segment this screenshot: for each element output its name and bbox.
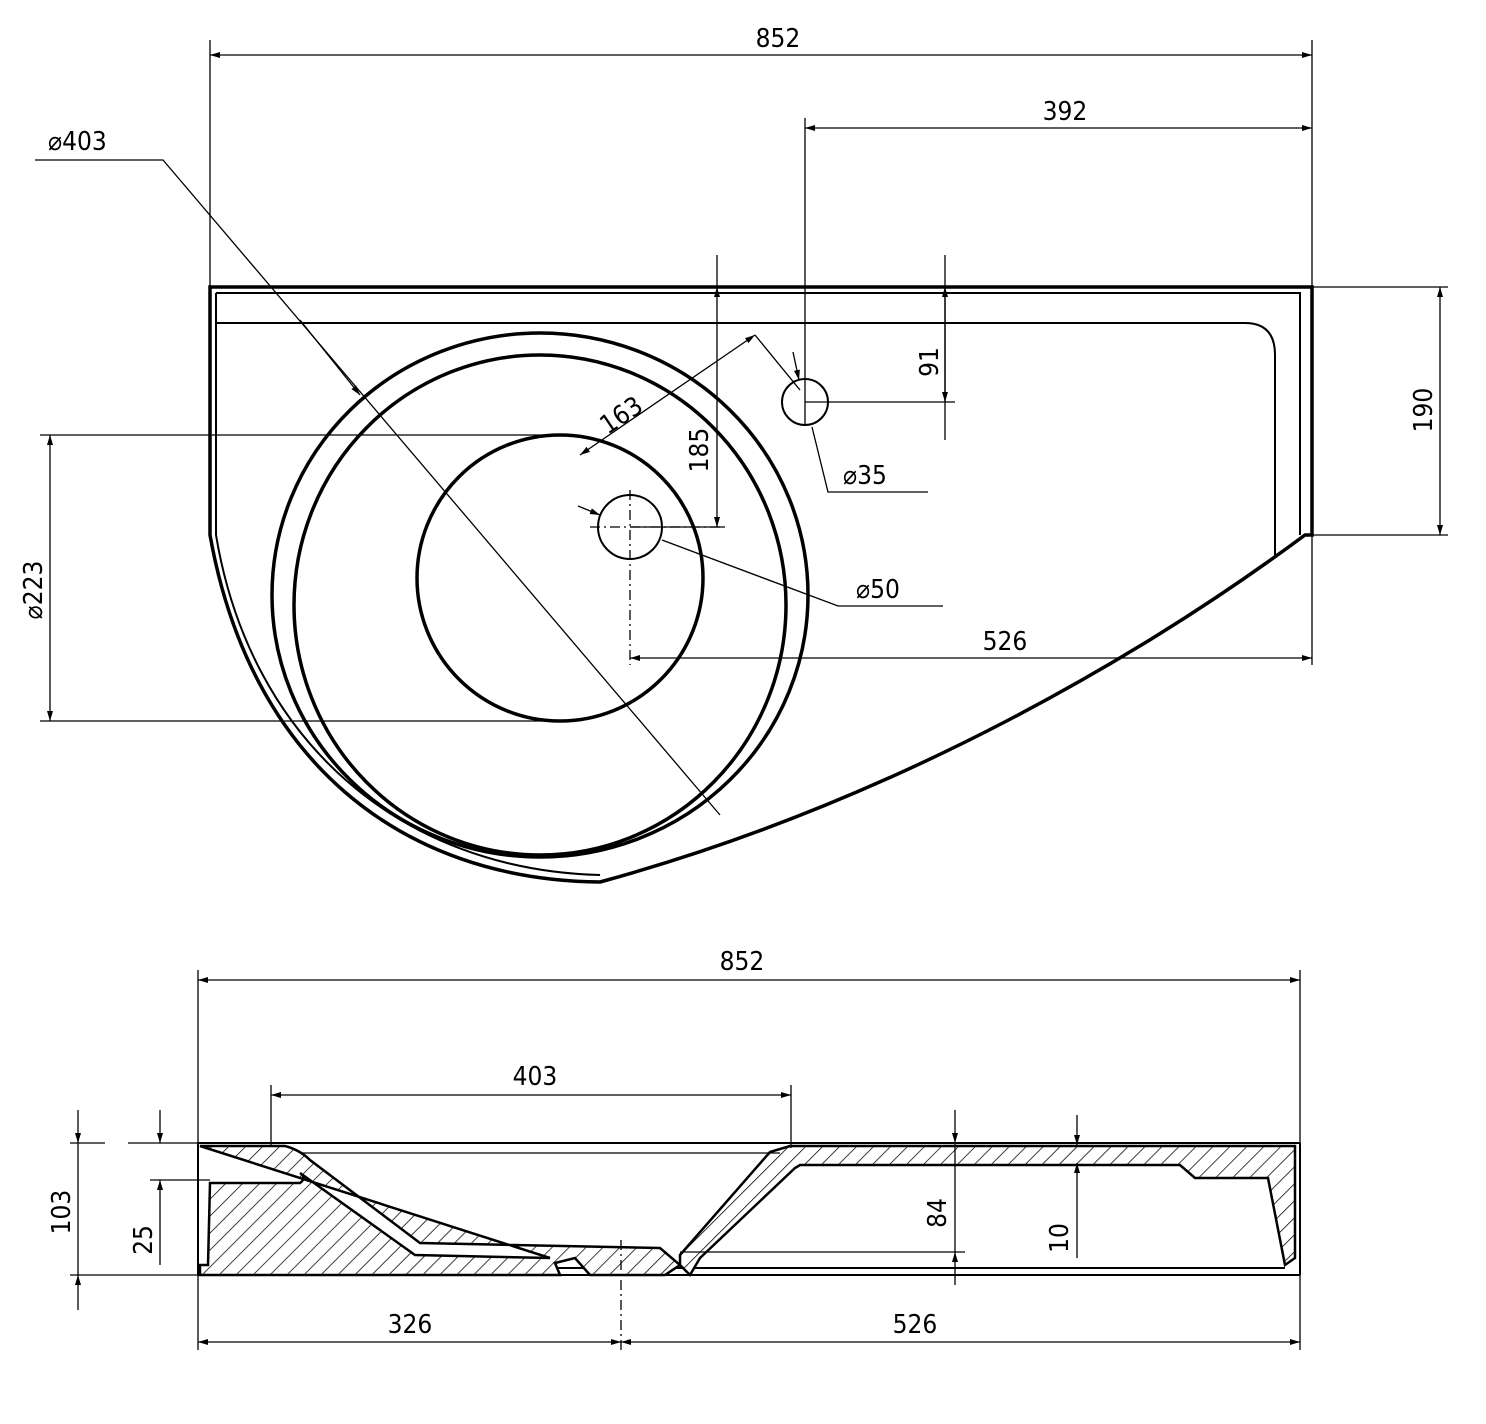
bowl-outer-ring — [270, 331, 810, 859]
dim-side-drain-from-left: 326 — [388, 1310, 433, 1340]
dim-side-bowl-width: 403 — [513, 1062, 558, 1092]
section-bowl-right-wall — [678, 1144, 1297, 1278]
dim-side-rim-height: 25 — [129, 1225, 159, 1255]
bowl-basin-circle — [415, 433, 705, 723]
dim-tap-hole-diameter: ⌀35 — [843, 461, 887, 491]
bowl-mid-ring — [292, 353, 788, 857]
side-view: 852 403 103 25 84 10 326 52 — [47, 947, 1301, 1350]
basin-inner-rim — [215, 292, 1301, 876]
dim-side-overall-width: 852 — [720, 947, 765, 977]
dim-tap-offset-y: 91 — [915, 347, 945, 377]
dim-drain-diameter: ⌀50 — [856, 575, 900, 605]
dim-side-deck-thickness: 10 — [1045, 1223, 1075, 1253]
dim-bowl-inner-diameter: ⌀223 — [19, 561, 49, 620]
dim-drain-offset-y: 185 — [685, 428, 715, 473]
dim-deck-depth: 190 — [1409, 388, 1439, 433]
dim-bowl-outer-diameter: ⌀403 — [48, 127, 107, 157]
dim-overall-width: 852 — [756, 24, 801, 54]
dim-tap-offset: 392 — [1043, 97, 1088, 127]
section-left-wall — [198, 1144, 683, 1277]
dim-drain-to-right: 526 — [983, 627, 1028, 657]
deck-edge — [216, 322, 1276, 555]
dim-bowl-radius: 163 — [595, 391, 649, 441]
dim-side-height: 103 — [47, 1190, 77, 1235]
dim-side-inner-depth: 84 — [923, 1198, 953, 1228]
top-view: 852 392 ⌀403 163 185 91 190 ⌀35 ⌀ — [19, 24, 1448, 884]
dim-side-drain-to-right: 526 — [893, 1310, 938, 1340]
basin-outline — [208, 285, 1314, 884]
